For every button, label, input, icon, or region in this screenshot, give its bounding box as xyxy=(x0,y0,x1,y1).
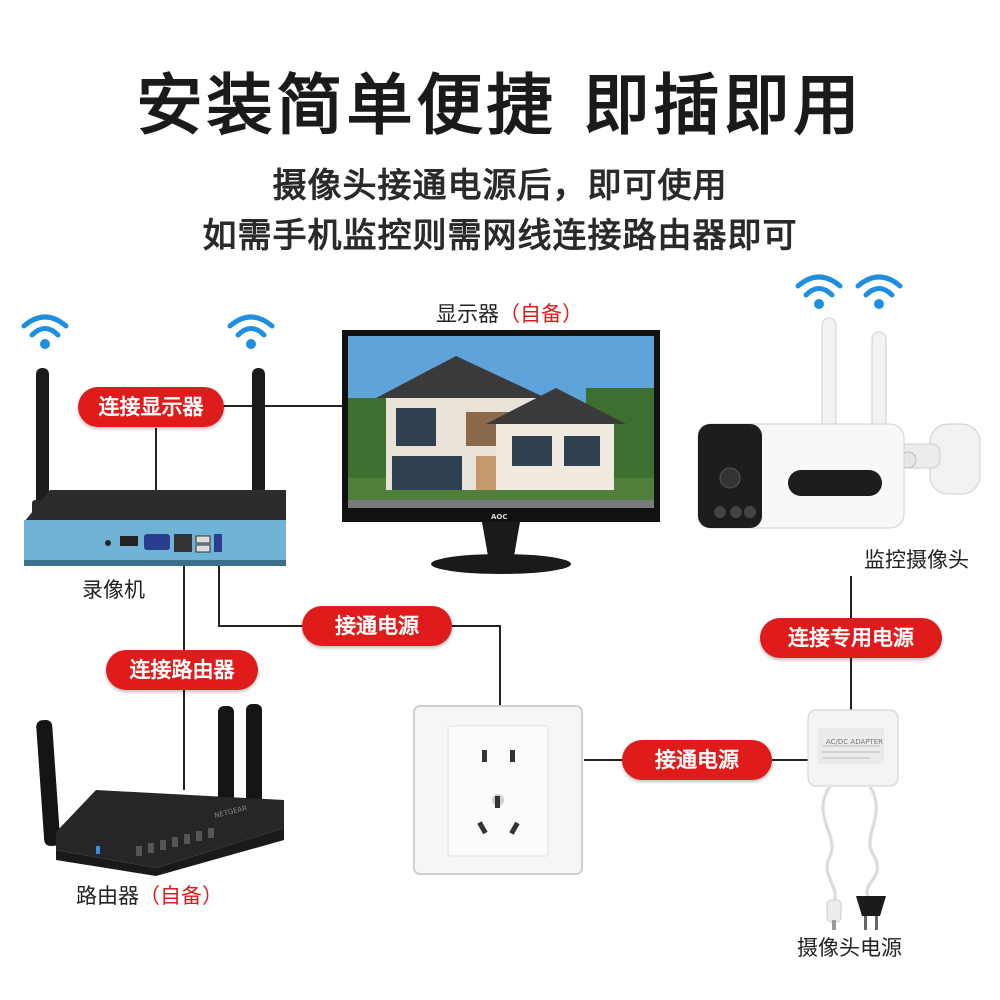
router-image xyxy=(36,704,284,876)
line-nvr-power-a xyxy=(218,560,302,627)
wifi-icon xyxy=(227,314,275,349)
camera-label: 监控摄像头 xyxy=(864,548,969,572)
line-nvr-power-b xyxy=(452,625,501,706)
router-label: 路由器（自备） xyxy=(76,884,223,908)
nvr-recorder-image xyxy=(24,368,286,566)
subtitle-line-1: 摄像头接通电源后，即可使用 xyxy=(272,166,728,206)
wall-socket-image xyxy=(413,705,583,875)
wifi-icon xyxy=(855,274,903,309)
wifi-icon xyxy=(795,274,843,309)
subtitle-line-2: 如需手机监控则需网线连接路由器即可 xyxy=(202,216,798,256)
connect-dedicated-power-badge: 连接专用电源 xyxy=(760,618,942,658)
page-title: 安装简单便捷 即插即用 xyxy=(136,67,864,144)
connect-monitor-badge: 连接显示器 xyxy=(78,387,224,427)
power-on-badge-adapter: 接通电源 xyxy=(622,740,772,780)
monitor-brand: AOC xyxy=(491,513,508,521)
adapter-label: 摄像头电源 xyxy=(797,936,902,960)
power-adapter-image xyxy=(807,709,899,930)
monitor-image xyxy=(342,330,660,574)
wifi-icon xyxy=(21,314,69,349)
power-on-badge-nvr: 接通电源 xyxy=(302,606,452,646)
nvr-label: 录像机 xyxy=(82,578,145,602)
adapter-plate-text: AC/DC ADAPTER xyxy=(826,738,884,746)
monitor-label: 显示器（自备） xyxy=(436,302,583,326)
connect-router-badge: 连接路由器 xyxy=(106,650,258,690)
camera-image xyxy=(697,317,981,529)
